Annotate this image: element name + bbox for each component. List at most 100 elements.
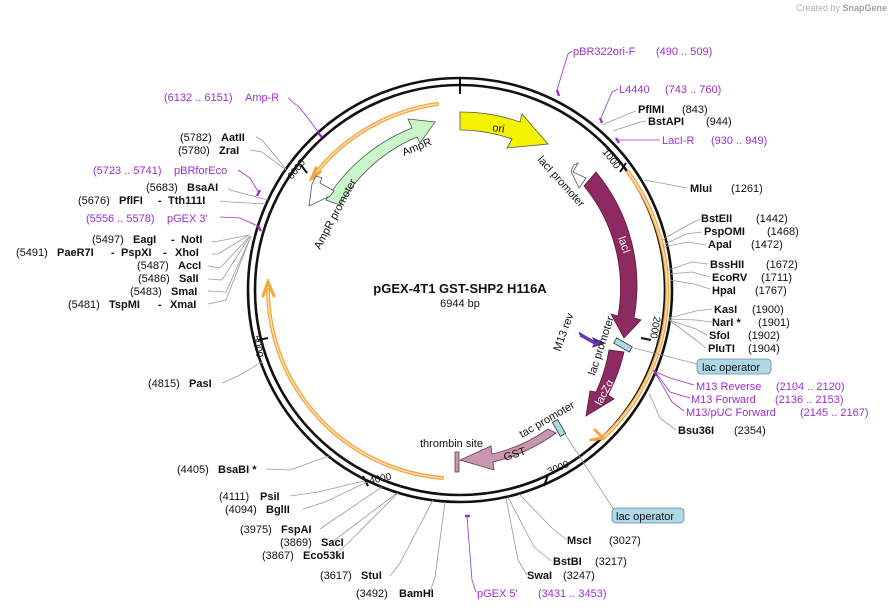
enzyme-apai: ApaI xyxy=(708,239,732,251)
gst-label: GST xyxy=(502,445,527,463)
enzyme-bsteii: BstEII xyxy=(701,213,732,225)
enzyme-bsabi: BsaBI * xyxy=(218,464,257,476)
enzyme-pspxi-sep: - xyxy=(111,247,115,259)
laci-promoter-arrow xyxy=(570,162,587,189)
lac-operator-mark-1 xyxy=(613,337,633,353)
primer-amp-r: Amp-R xyxy=(245,92,279,104)
primer-l4440-range: (743 .. 760) xyxy=(665,84,721,96)
enzyme-paer7i-pos: (5491) xyxy=(16,247,48,259)
orf-bands xyxy=(261,102,670,480)
enzyme-pluti-pos: (1904) xyxy=(748,343,780,355)
primer-pgex5: pGEX 5' xyxy=(477,588,518,600)
thrombin-label: thrombin site xyxy=(420,438,483,450)
enzyme-bamhi: BamHI xyxy=(399,588,434,600)
enzyme-bsu36i-pos: (2354) xyxy=(734,425,766,437)
primer-m13-reverse: M13 Reverse xyxy=(696,381,761,393)
primer-pbr322ori-f-range: (490 .. 509) xyxy=(656,46,712,58)
enzyme-psii: PsiI xyxy=(260,491,280,503)
enzyme-noti: NotI xyxy=(181,234,202,246)
primer-pgex3-range: (5556 .. 5578) xyxy=(86,213,155,225)
enzyme-eco53ki-pos: (3867) xyxy=(262,550,294,562)
laci-label: lacI xyxy=(615,235,632,255)
enzyme-saci-pos: (3869) xyxy=(280,537,312,549)
enzyme-aatii-pos: (5782) xyxy=(180,132,212,144)
enzyme-stui: StuI xyxy=(361,570,382,582)
enzyme-bsabi-pos: (4405) xyxy=(177,464,209,476)
enzyme-tth111i-sep: - xyxy=(158,195,162,207)
enzyme-pasi-pos: (4815) xyxy=(148,378,180,390)
primer-laci-r: LacI-R xyxy=(662,135,694,147)
enzyme-sfoi-pos: (1902) xyxy=(748,330,780,342)
thrombin-site xyxy=(454,451,460,473)
enzyme-bsu36i: Bsu36I xyxy=(678,425,714,437)
enzyme-pspxi: PspXI xyxy=(121,247,152,259)
enzyme-hpai: HpaI xyxy=(712,285,736,297)
feature-arrows xyxy=(308,111,642,473)
enzyme-bglii-pos: (4094) xyxy=(225,504,257,516)
enzyme-fspai-pos: (3975) xyxy=(240,524,272,536)
ampr-arrow xyxy=(325,118,436,206)
enzyme-xmai-sep: - xyxy=(158,299,162,311)
enzyme-msci: MscI xyxy=(567,535,591,547)
enzyme-bglii: BglII xyxy=(266,504,290,516)
snapgene-credit: Created by SnapGene xyxy=(796,3,887,13)
ori-arrow xyxy=(459,111,549,149)
primer-m13-reverse-range: (2104 .. 2120) xyxy=(776,381,845,393)
primer-amp-r-range: (6132 .. 6151) xyxy=(164,92,233,104)
gst-arrow xyxy=(458,428,557,471)
enzyme-pflfi: PflFI xyxy=(119,195,143,207)
enzyme-nari: NarI * xyxy=(712,317,741,329)
enzyme-sali-pos: (5486) xyxy=(138,273,170,285)
enzyme-mlui-pos: (1261) xyxy=(731,183,763,195)
primer-laci-r-range: (930 .. 949) xyxy=(711,135,767,147)
enzyme-tspmi: TspMI xyxy=(109,299,140,311)
lac-operator-1-label: lac operator xyxy=(702,362,760,374)
primer-m13-puc-forward-range: (2145 .. 2167) xyxy=(800,407,869,419)
enzyme-bstbi-pos: (3217) xyxy=(595,556,627,568)
enzyme-pflfi-pos: (5676) xyxy=(78,195,110,207)
enzyme-kasi-pos: (1900) xyxy=(752,304,784,316)
enzyme-hpai-pos: (1767) xyxy=(755,285,787,297)
enzyme-ecorv: EcoRV xyxy=(712,272,748,284)
enzyme-acci: AccI xyxy=(178,260,201,272)
laci-arrow xyxy=(583,171,642,339)
plasmid-name: pGEX-4T1 GST-SHP2 H116A xyxy=(373,281,547,296)
primer-m13-forward: M13 Forward xyxy=(691,394,756,406)
enzyme-swai-pos: (3247) xyxy=(563,570,595,582)
primer-m13-puc-forward: M13/pUC Forward xyxy=(686,407,776,419)
enzyme-saci: SacI xyxy=(321,537,344,549)
enzyme-ecorv-pos: (1711) xyxy=(761,272,792,284)
enzyme-eco53ki: Eco53kI xyxy=(303,550,345,562)
enzyme-stui-pos: (3617) xyxy=(320,570,352,582)
primer-labels: pBR322ori-F (490 .. 509) L4440 (743 .. 7… xyxy=(86,46,869,600)
enzyme-kasi: KasI xyxy=(714,304,737,316)
plasmid-length: 6944 bp xyxy=(440,298,480,310)
enzyme-bsaai-pos: (5683) xyxy=(146,182,178,194)
tick-5000: 5000 xyxy=(250,335,265,359)
enzyme-fspai: FspAI xyxy=(281,524,312,536)
ori-label: ori xyxy=(492,122,506,136)
primer-l4440: L4440 xyxy=(619,84,650,96)
enzyme-bsshii-pos: (1672) xyxy=(766,259,798,271)
lac-operator-mark-2 xyxy=(551,419,567,437)
enzyme-acci-pos: (5487) xyxy=(137,260,169,272)
enzyme-bstapi: BstAPI xyxy=(648,116,684,128)
enzyme-leaders xyxy=(207,110,713,593)
enzyme-pluti: PluTI xyxy=(708,343,735,355)
credit-prefix: Created by xyxy=(795,3,840,13)
enzyme-bstbi: BstBI xyxy=(553,556,582,568)
lacza-arrow xyxy=(585,349,625,417)
enzyme-pasi: PasI xyxy=(189,378,212,390)
enzyme-bsshii: BssHII xyxy=(710,259,744,271)
m13-rev-label: M13 rev xyxy=(552,311,577,353)
enzyme-pspomi: PspOMI xyxy=(704,226,745,238)
lac-operator-callouts: lac operator lac operator xyxy=(562,347,772,524)
enzyme-mlui: MluI xyxy=(690,183,712,195)
enzyme-tspmi-pos: (5481) xyxy=(68,299,100,311)
enzyme-aatii: AatII xyxy=(221,132,245,144)
enzyme-noti-sep: - xyxy=(171,234,175,246)
enzyme-pflmi: PflMI xyxy=(638,104,664,116)
enzyme-sfoi: SfoI xyxy=(709,330,730,342)
enzyme-zrai: ZraI xyxy=(219,145,239,157)
